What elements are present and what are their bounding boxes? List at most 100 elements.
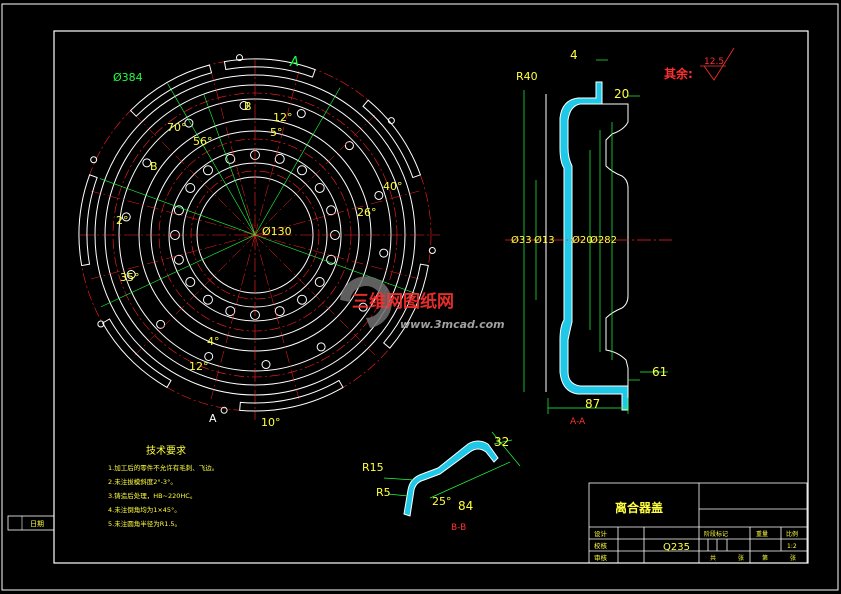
roughness-value: 12.5 bbox=[704, 57, 724, 67]
radial-centerline bbox=[134, 234, 256, 356]
dim-angle-12-bottom: 12° bbox=[189, 360, 209, 373]
section-bb-dim-lines bbox=[383, 431, 521, 499]
radial-centerline bbox=[254, 114, 376, 236]
flange-segment bbox=[362, 99, 422, 179]
flange-segment bbox=[129, 64, 213, 117]
dim-d282: Ø282 bbox=[590, 234, 617, 246]
section-aa-dim-lines bbox=[523, 59, 668, 414]
bolt-hole bbox=[316, 342, 326, 352]
dim-4: 4 bbox=[570, 48, 578, 62]
radial-centerline bbox=[210, 70, 256, 236]
perimeter-tab-hole bbox=[220, 406, 228, 414]
bolt-hole bbox=[261, 360, 271, 370]
roughness-label: 其余: bbox=[664, 66, 693, 81]
title-block-row-review: 审核 bbox=[594, 553, 608, 562]
bolt-hole bbox=[204, 351, 214, 361]
tech-req-item-3: 3.铸造后处理，HB~220HC。 bbox=[108, 491, 196, 500]
front-view: Ø384 Ø130 70° 56° 12° 5° 40° 26° 2° 35° … bbox=[78, 54, 440, 429]
dim-r5: R5 bbox=[376, 486, 391, 499]
dimension-ray bbox=[100, 234, 256, 308]
tech-req-item-1: 1.加工后的零件不允许有毛刺、飞边。 bbox=[108, 463, 218, 472]
front-view-geometry bbox=[78, 54, 440, 420]
bolt-hole bbox=[156, 319, 166, 329]
bolt-hole bbox=[184, 118, 194, 128]
dim-diameter-384: Ø384 bbox=[113, 71, 143, 84]
inner-hole bbox=[173, 205, 184, 216]
radial-centerline bbox=[90, 234, 256, 280]
dim-angle-40: 40° bbox=[383, 180, 403, 193]
dim-d33: Ø33 bbox=[511, 234, 532, 246]
dim-32: 32 bbox=[494, 435, 509, 449]
section-marker-a-bottom: A bbox=[209, 412, 217, 425]
title-block-sheet-total: 共 bbox=[710, 554, 716, 562]
dim-84: 84 bbox=[458, 499, 473, 513]
title-block-sheet-no: 第 bbox=[762, 554, 768, 562]
dimension-ray bbox=[203, 93, 256, 236]
inner-hole bbox=[326, 254, 337, 265]
title-block-material: Q235 bbox=[663, 542, 690, 553]
tech-req-item-5: 5.未注圆角半径为R1.5。 bbox=[108, 519, 181, 528]
inner-hole bbox=[274, 153, 285, 164]
section-marker-a-top: A bbox=[289, 55, 299, 70]
title-block-head-weight: 重量 bbox=[756, 530, 768, 538]
tech-req-item-4: 4.未注倒角均为1×45°。 bbox=[108, 505, 181, 514]
section-bb-label: B-B bbox=[451, 523, 466, 533]
dim-angle-10: 10° bbox=[261, 416, 281, 429]
bolt-hole bbox=[296, 109, 306, 119]
section-marker-b-left: B bbox=[150, 160, 158, 173]
dimension-ray bbox=[167, 83, 256, 236]
radial-centerline bbox=[90, 190, 256, 236]
watermark-logo-icon bbox=[340, 276, 392, 328]
watermark-name: 三维网图纸网 bbox=[352, 291, 454, 312]
dim-angle-2: 2° bbox=[116, 214, 129, 227]
inner-hole bbox=[274, 306, 285, 317]
perimeter-tab-hole bbox=[97, 320, 105, 328]
tech-req-item-2: 2.未注拔模斜度2°-3°。 bbox=[108, 477, 177, 486]
radial-centerline bbox=[254, 234, 376, 356]
inner-hole bbox=[326, 205, 337, 216]
radial-centerline bbox=[254, 234, 420, 280]
bolt-hole bbox=[374, 190, 384, 200]
perimeter-tab-hole bbox=[235, 54, 243, 62]
perimeter-tab-hole bbox=[428, 247, 436, 255]
inner-hole bbox=[173, 254, 184, 265]
flange-segment bbox=[101, 318, 172, 389]
dim-angle-26: 26° bbox=[357, 206, 377, 219]
inner-hole bbox=[297, 165, 308, 176]
binding-box: 日期 bbox=[7, 515, 55, 531]
dim-25: 25° bbox=[432, 495, 452, 508]
flange-segment bbox=[239, 379, 344, 412]
title-block bbox=[588, 482, 808, 564]
dimension-ray bbox=[254, 234, 420, 296]
title-block-head-stage: 阶段标记 bbox=[704, 530, 728, 538]
watermark: 三维网图纸网 www.3mcad.com bbox=[340, 276, 505, 331]
title-block-head-scale: 比例 bbox=[786, 530, 798, 538]
section-view-b-b: R15 R5 25° 84 32 B-B bbox=[362, 431, 521, 533]
drawing-frame bbox=[53, 30, 809, 564]
paper-border bbox=[1, 3, 839, 591]
radial-centerline bbox=[210, 234, 256, 400]
title-block-sheet-unit-2: 张 bbox=[790, 554, 796, 562]
bolt-hole bbox=[358, 302, 368, 312]
dim-d13: Ø13 bbox=[534, 234, 555, 246]
dimension-ray bbox=[99, 178, 256, 236]
inner-hole bbox=[314, 277, 325, 288]
watermark-url: www.3mcad.com bbox=[400, 318, 505, 331]
inner-hole bbox=[202, 165, 213, 176]
dim-angle-70: 70° bbox=[167, 121, 187, 134]
tech-req-title: 技术要求 bbox=[146, 444, 186, 457]
inner-hole bbox=[225, 153, 236, 164]
bolt-hole bbox=[142, 158, 152, 168]
flange-segment bbox=[382, 263, 429, 349]
title-block-row-check: 校核 bbox=[594, 541, 608, 550]
flange-segment bbox=[223, 58, 316, 78]
dim-r15: R15 bbox=[362, 461, 384, 474]
binding-box-label: 日期 bbox=[30, 520, 44, 528]
dim-diameter-130: Ø130 bbox=[262, 225, 292, 238]
inner-hole bbox=[202, 294, 213, 305]
dim-61: 61 bbox=[652, 365, 667, 379]
bolt-hole bbox=[379, 248, 389, 258]
section-bb-profile bbox=[403, 440, 499, 517]
technical-requirements: 技术要求 1.加工后的零件不允许有毛刺、飞边。 2.未注拔模斜度2°-3°。 3… bbox=[108, 444, 218, 528]
